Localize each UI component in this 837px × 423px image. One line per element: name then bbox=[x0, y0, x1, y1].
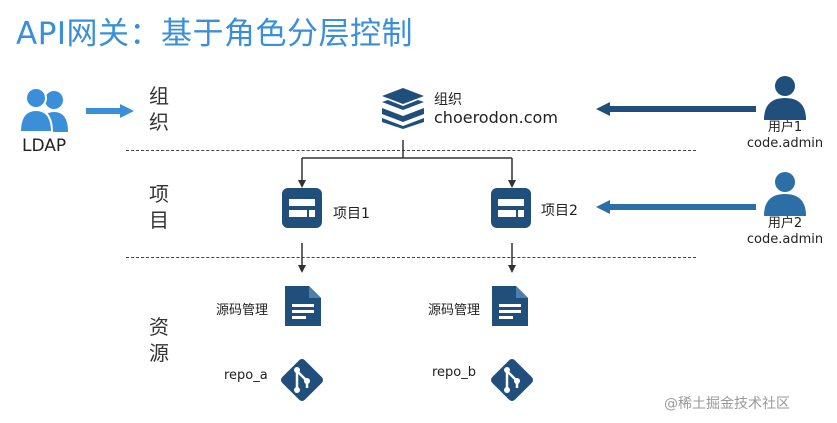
user-label: 用户2 code.admin bbox=[740, 216, 830, 248]
user-name: 用户1 bbox=[767, 120, 803, 135]
layer-char: 源 bbox=[149, 341, 169, 365]
org-domain: choerodon.com bbox=[434, 108, 558, 127]
layers-icon bbox=[380, 86, 426, 130]
watermark: @稀土掘金技术社区 bbox=[664, 396, 790, 412]
layer-label-org: 组 织 bbox=[147, 83, 171, 135]
layer-char: 项 bbox=[149, 182, 169, 206]
users-icon bbox=[18, 86, 74, 134]
user-arrow bbox=[596, 199, 756, 215]
user-icon bbox=[762, 170, 808, 216]
ldap-arrow bbox=[86, 103, 134, 119]
tree-connector bbox=[290, 138, 530, 190]
separator-line bbox=[126, 257, 696, 258]
project-icon bbox=[282, 188, 322, 228]
layer-char: 组 bbox=[149, 84, 169, 108]
user-arrow bbox=[596, 101, 756, 117]
user-account: code.admin bbox=[746, 232, 824, 247]
layer-char: 目 bbox=[149, 208, 169, 232]
source-label: 源码管理 bbox=[428, 303, 481, 318]
git-icon bbox=[488, 356, 536, 404]
source-label: 源码管理 bbox=[216, 303, 269, 318]
repo-label: repo_a bbox=[224, 368, 268, 383]
org-label: 组织 bbox=[434, 92, 462, 108]
git-icon bbox=[278, 356, 326, 404]
layer-label-project: 项 目 bbox=[147, 181, 171, 233]
document-icon bbox=[492, 286, 528, 326]
project-icon bbox=[491, 188, 531, 228]
project-label: 项目2 bbox=[541, 203, 578, 219]
page-title: API网关：基于角色分层控制 bbox=[16, 16, 414, 52]
layer-label-resource: 资 源 bbox=[147, 314, 171, 366]
repo-label: repo_b bbox=[432, 365, 477, 380]
user-name: 用户2 bbox=[767, 216, 803, 231]
down-arrow bbox=[296, 243, 308, 275]
ldap-label: LDAP bbox=[22, 136, 67, 156]
user-account: code.admin bbox=[746, 136, 824, 151]
project-label: 项目1 bbox=[333, 206, 370, 222]
layer-char: 织 bbox=[149, 110, 169, 134]
separator-line bbox=[126, 150, 696, 151]
user-label: 用户1 code.admin bbox=[740, 120, 830, 152]
down-arrow bbox=[506, 243, 518, 275]
user-icon bbox=[762, 74, 808, 120]
document-icon bbox=[285, 286, 321, 326]
layer-char: 资 bbox=[149, 315, 169, 339]
